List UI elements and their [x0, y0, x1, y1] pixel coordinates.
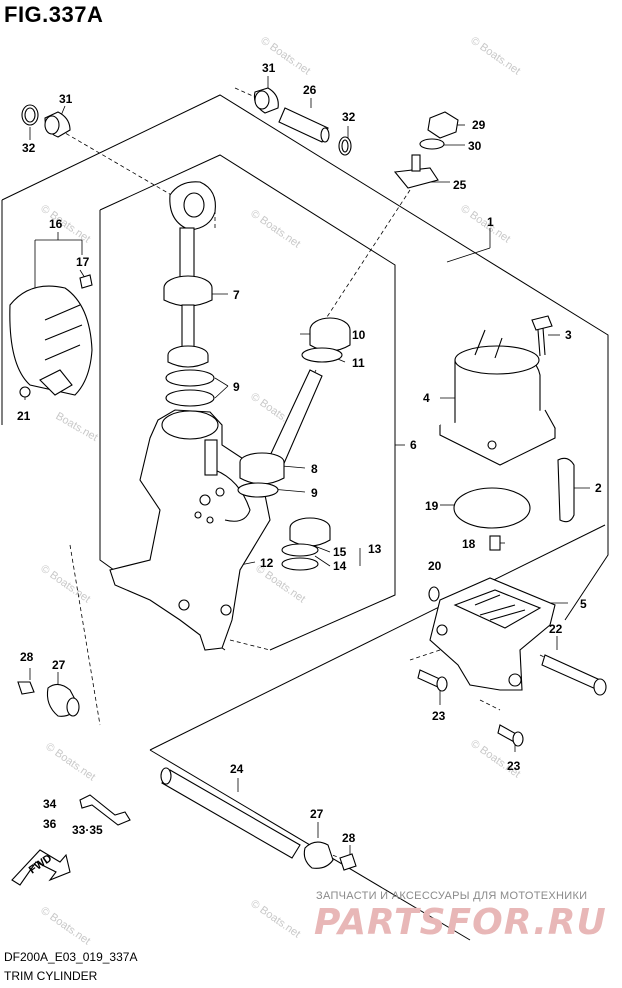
- bolt-28-right: [339, 853, 357, 871]
- callout-19: 19: [425, 499, 439, 513]
- grommet-17: [79, 274, 93, 289]
- filter-18: [489, 535, 501, 551]
- callout-27b: 27: [310, 807, 324, 821]
- callout-13: 13: [368, 542, 382, 556]
- ground-wire-34: [79, 794, 131, 826]
- callout-18: 18: [462, 537, 476, 551]
- callout-5: 5: [580, 597, 587, 611]
- watermark-logo: PARTSFOR.RU: [314, 902, 607, 943]
- connector-2: [557, 457, 575, 523]
- pin-24: [161, 769, 301, 859]
- washer-30: [419, 138, 445, 150]
- figure-title: FIG.337A: [4, 2, 104, 27]
- o-ring-20: [428, 586, 440, 602]
- callout-11: 11: [352, 356, 365, 370]
- callout-22: 22: [549, 622, 563, 636]
- callout-4: 4: [423, 391, 430, 405]
- ring-15: [281, 543, 319, 557]
- bush-27-right: [303, 841, 334, 869]
- svg-text:© Boats.net: © Boats.net: [248, 208, 302, 251]
- svg-text:© Boats.net: © Boats.net: [458, 203, 512, 246]
- callout-36: 36: [43, 817, 57, 831]
- callout-6: 6: [410, 438, 417, 452]
- bolt-22: [541, 654, 601, 691]
- svg-text:© Boats.net: © Boats.net: [38, 203, 92, 246]
- svg-text:© Boats.net: © Boats.net: [468, 35, 522, 78]
- svg-text:© Boats.net: © Boats.net: [38, 563, 92, 606]
- callout-9a: 9: [233, 380, 240, 394]
- cylinder-body-12: [109, 409, 271, 651]
- svg-text:© Boats.net: © Boats.net: [38, 905, 92, 948]
- callout-17: 17: [76, 255, 90, 269]
- callout-15: 15: [333, 545, 347, 559]
- callout-7: 7: [233, 288, 240, 302]
- callout-31a: 31: [59, 92, 73, 106]
- callout-26: 26: [303, 83, 317, 97]
- callout-32b: 32: [342, 110, 356, 124]
- parts: [9, 87, 607, 886]
- o-ring-9b: [165, 389, 215, 407]
- o-ring-9a: [165, 369, 215, 387]
- bolt-28-left: [17, 681, 35, 695]
- watermark-banner: ЗАПЧАСТИ И АКСЕССУАРЫ ДЛЯ МОТОТЕХНИКИ: [316, 890, 588, 902]
- callout-2: 2: [595, 481, 602, 495]
- callout-16: 16: [49, 217, 63, 231]
- callout-30: 30: [468, 139, 482, 153]
- svg-text:© Boats.net: © Boats.net: [43, 741, 97, 784]
- callout-labels: 1 2 3 4 5 6 7 8 9 9 10 11 12 13 14 15 16…: [17, 61, 602, 845]
- cap-29: [427, 111, 459, 139]
- bolt-3: [531, 315, 553, 331]
- callout-8: 8: [311, 462, 318, 476]
- callout-12: 12: [260, 556, 274, 570]
- callout-33-35: 33·35: [72, 823, 103, 837]
- callout-29: 29: [472, 118, 486, 132]
- callout-10: 10: [352, 328, 366, 342]
- callout-32a: 32: [22, 141, 36, 155]
- callout-23b: 23: [507, 759, 521, 773]
- callout-28b: 28: [342, 831, 356, 845]
- o-ring-19: [453, 487, 531, 529]
- fwd-arrow-icon: [11, 849, 71, 886]
- callout-1: 1: [487, 215, 494, 229]
- callout-3: 3: [565, 328, 572, 342]
- callout-24: 24: [230, 762, 244, 776]
- leader-lines: [24, 76, 591, 861]
- callout-28a: 28: [20, 650, 34, 664]
- assembly-outline: [1, 94, 609, 941]
- figure-code: DF200A_E03_019_337A: [4, 950, 138, 964]
- callout-31b: 31: [262, 61, 276, 75]
- callout-27a: 27: [52, 658, 66, 672]
- callout-14: 14: [333, 559, 347, 573]
- svg-text:Boats.net: Boats.net: [54, 410, 100, 444]
- screw-21: [19, 386, 31, 398]
- callout-9b: 9: [311, 486, 318, 500]
- callout-20: 20: [428, 559, 442, 573]
- svg-text:© Boats.net: © Boats.net: [248, 898, 302, 941]
- callout-25: 25: [453, 178, 467, 192]
- pin-26: [278, 107, 329, 143]
- ring-14: [281, 557, 319, 571]
- figure-caption: TRIM CYLINDER: [4, 969, 98, 983]
- callout-34: 34: [43, 797, 57, 811]
- boats-net-watermarks: © Boats.net © Boats.net © Boats.net © Bo…: [38, 35, 522, 948]
- o-ring-9c: [237, 482, 279, 498]
- cover-16: [9, 285, 93, 396]
- callout-23a: 23: [432, 709, 446, 723]
- callout-21: 21: [17, 409, 31, 423]
- o-ring-11: [301, 347, 343, 363]
